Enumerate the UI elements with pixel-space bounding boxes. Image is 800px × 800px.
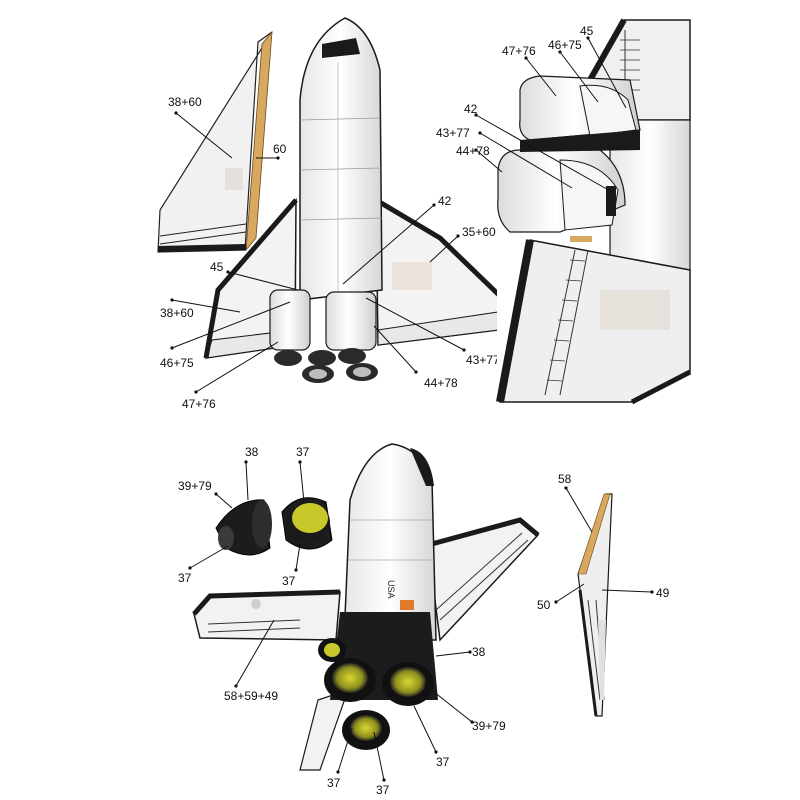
fin-leaders (554, 486, 654, 604)
label-37-left: 37 (178, 571, 192, 585)
tail-closeup (496, 0, 800, 405)
label-46-75-closeup: 46+75 (548, 38, 582, 52)
label-50: 50 (537, 598, 551, 612)
fin-part (577, 493, 613, 717)
orbiter-rear-view: USA (192, 443, 540, 771)
top-left-labels: 38+60 60 42 35+60 45 38+60 46+75 47+76 4… (160, 95, 500, 411)
label-38-60: 38+60 (160, 306, 194, 320)
top-left-leaders (170, 111, 466, 394)
label-42: 42 (438, 194, 452, 208)
label-38-nozzle: 38 (245, 445, 259, 459)
orbiter-top-view (203, 17, 502, 383)
label-42-closeup: 42 (464, 102, 478, 116)
svg-text:USA: USA (386, 580, 396, 599)
label-37-nozzle: 37 (296, 445, 310, 459)
label-60: 60 (273, 142, 287, 156)
label-49: 49 (656, 586, 670, 600)
fin-labels: 58 50 49 (537, 472, 670, 612)
label-38-60-tail: 38+60 (168, 95, 202, 109)
top-right-leaders (474, 36, 627, 193)
label-37-bottom-center: 37 (376, 783, 390, 797)
label-45-closeup: 45 (580, 24, 594, 38)
label-44-78-closeup: 44+78 (456, 144, 490, 158)
label-58: 58 (558, 472, 572, 486)
rear-view-labels: 38 39+79 58+59+49 37 37 37 (224, 645, 506, 797)
tail-part-top (157, 30, 273, 253)
label-37-bottom-left: 37 (327, 776, 341, 790)
nozzle-labels: 38 37 39+79 37 37 (178, 445, 310, 588)
label-43-77: 43+77 (466, 353, 500, 367)
label-39-79-left: 39+79 (178, 479, 212, 493)
label-44-78: 44+78 (424, 376, 458, 390)
rear-view-leaders (234, 619, 474, 782)
label-35-60: 35+60 (462, 225, 496, 239)
nozzle-parts (215, 497, 333, 556)
label-47-76-closeup: 47+76 (502, 44, 536, 58)
label-39-79-right: 39+79 (472, 719, 506, 733)
nozzle-leaders (188, 460, 305, 572)
label-37-mid: 37 (282, 574, 296, 588)
label-38-right: 38 (472, 645, 486, 659)
label-46-75: 46+75 (160, 356, 194, 370)
label-43-77-closeup: 43+77 (436, 126, 470, 140)
top-right-labels: 45 47+76 46+75 42 43+77 44+78 (436, 24, 594, 158)
label-58-59-49: 58+59+49 (224, 689, 278, 703)
label-45: 45 (210, 260, 224, 274)
label-37-bottom-right: 37 (436, 755, 450, 769)
label-47-76: 47+76 (182, 397, 216, 411)
